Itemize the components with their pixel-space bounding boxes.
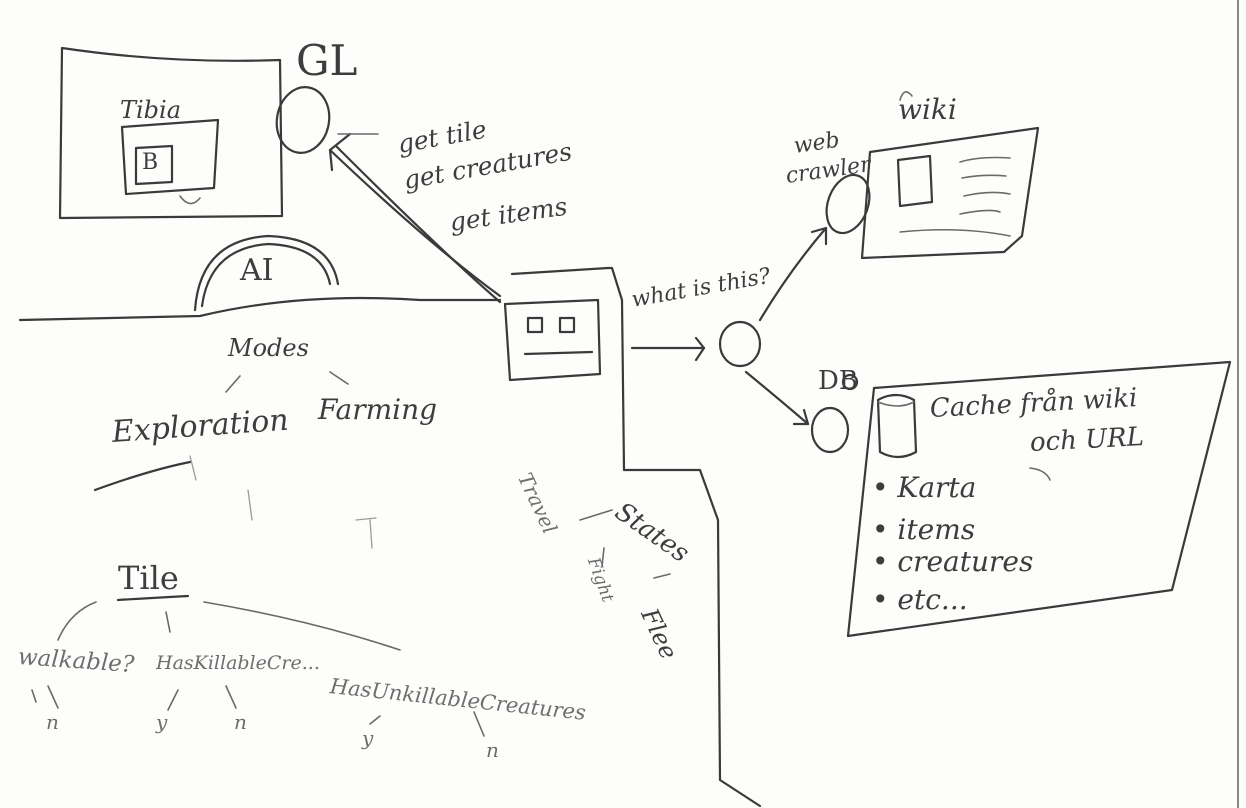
tile-branch-walkable <box>57 601 97 641</box>
tibia-label: Tibia <box>120 96 182 124</box>
robot-to-gl-line <box>334 144 502 304</box>
query-node <box>718 320 762 368</box>
cache-item-etc: • etc... <box>872 583 968 616</box>
gl-label: GL <box>296 36 358 85</box>
gl-arrowhead <box>328 132 352 172</box>
query-arrowhead <box>694 336 706 362</box>
states-branch-flee <box>653 573 671 579</box>
cache-item-karta-text: Karta <box>897 471 977 504</box>
robot-to-gl-line-2 <box>328 148 502 298</box>
wiki-page <box>860 126 1040 260</box>
gl-node <box>275 86 331 154</box>
boundary-line <box>510 266 762 808</box>
db-cylinder-top <box>877 401 915 407</box>
tibia-window-glyph: B <box>142 150 159 175</box>
query-to-db-line <box>744 370 810 426</box>
walkable-answer: n <box>46 710 59 734</box>
web-crawler-node <box>825 173 871 235</box>
states-branch-fight <box>601 547 605 567</box>
robot-eye-left <box>526 316 544 334</box>
exploration-tick <box>189 455 197 481</box>
cache-text-line2: och URL <box>1029 422 1145 458</box>
tile-branch-unkillable <box>203 601 401 651</box>
mode-farming: Farming <box>318 393 438 426</box>
faint-mark-1 <box>247 489 253 521</box>
wiki-text-lines <box>899 156 1011 237</box>
ai-dome-inner <box>200 242 332 308</box>
ai-label: AI <box>240 253 274 288</box>
cache-page <box>846 360 1232 638</box>
walkable-branch-lines <box>31 685 59 709</box>
crawler-arrowhead <box>810 226 828 246</box>
killable-branch-lines <box>167 685 237 711</box>
cache-item-etc-text: etc... <box>897 583 968 616</box>
wiki-scribble <box>899 91 913 101</box>
db-cylinder <box>876 393 918 459</box>
query-to-crawler-line <box>758 226 828 322</box>
robot-eye-right <box>558 316 576 334</box>
ground-line <box>18 296 502 322</box>
modes-label: Modes <box>228 334 309 362</box>
wiki-image <box>896 154 934 208</box>
tile-has-killable: HasKillableCre... <box>156 652 320 674</box>
robot-mouth <box>523 350 594 356</box>
ai-dome <box>193 234 340 312</box>
tibia-inner-box <box>134 144 174 186</box>
cache-item-creatures: • creatures <box>872 545 1034 578</box>
tile-label: Tile <box>118 559 179 597</box>
db-node <box>810 406 850 454</box>
unkillable-yes: y <box>362 726 374 750</box>
exploration-underline <box>93 460 192 492</box>
cache-item-items: • items <box>872 513 976 546</box>
unkillable-no: n <box>486 738 499 762</box>
faint-mark-2 <box>355 517 377 549</box>
modes-branch-right <box>329 371 349 385</box>
killable-no: n <box>234 710 247 734</box>
db-arrowhead <box>792 408 810 426</box>
tile-underline <box>116 594 190 602</box>
robot-head <box>503 298 602 382</box>
killable-yes: y <box>156 710 168 734</box>
cache-item-karta: • Karta <box>872 471 977 504</box>
db-scribble <box>841 373 859 391</box>
cache-item-items-text: items <box>897 513 976 546</box>
cache-scribble <box>1029 467 1051 481</box>
tibia-window-frame <box>58 46 284 220</box>
modes-branch-left <box>225 375 241 393</box>
tile-branch-killable <box>165 611 171 633</box>
db-label: DB <box>818 366 858 396</box>
tibia-scribble <box>179 195 201 205</box>
cache-item-creatures-text: creatures <box>897 545 1034 578</box>
unkillable-branch-lines <box>369 711 485 737</box>
states-branch-travel <box>579 509 613 521</box>
tibia-screen <box>120 118 220 196</box>
wiki-label: wiki <box>898 93 957 126</box>
